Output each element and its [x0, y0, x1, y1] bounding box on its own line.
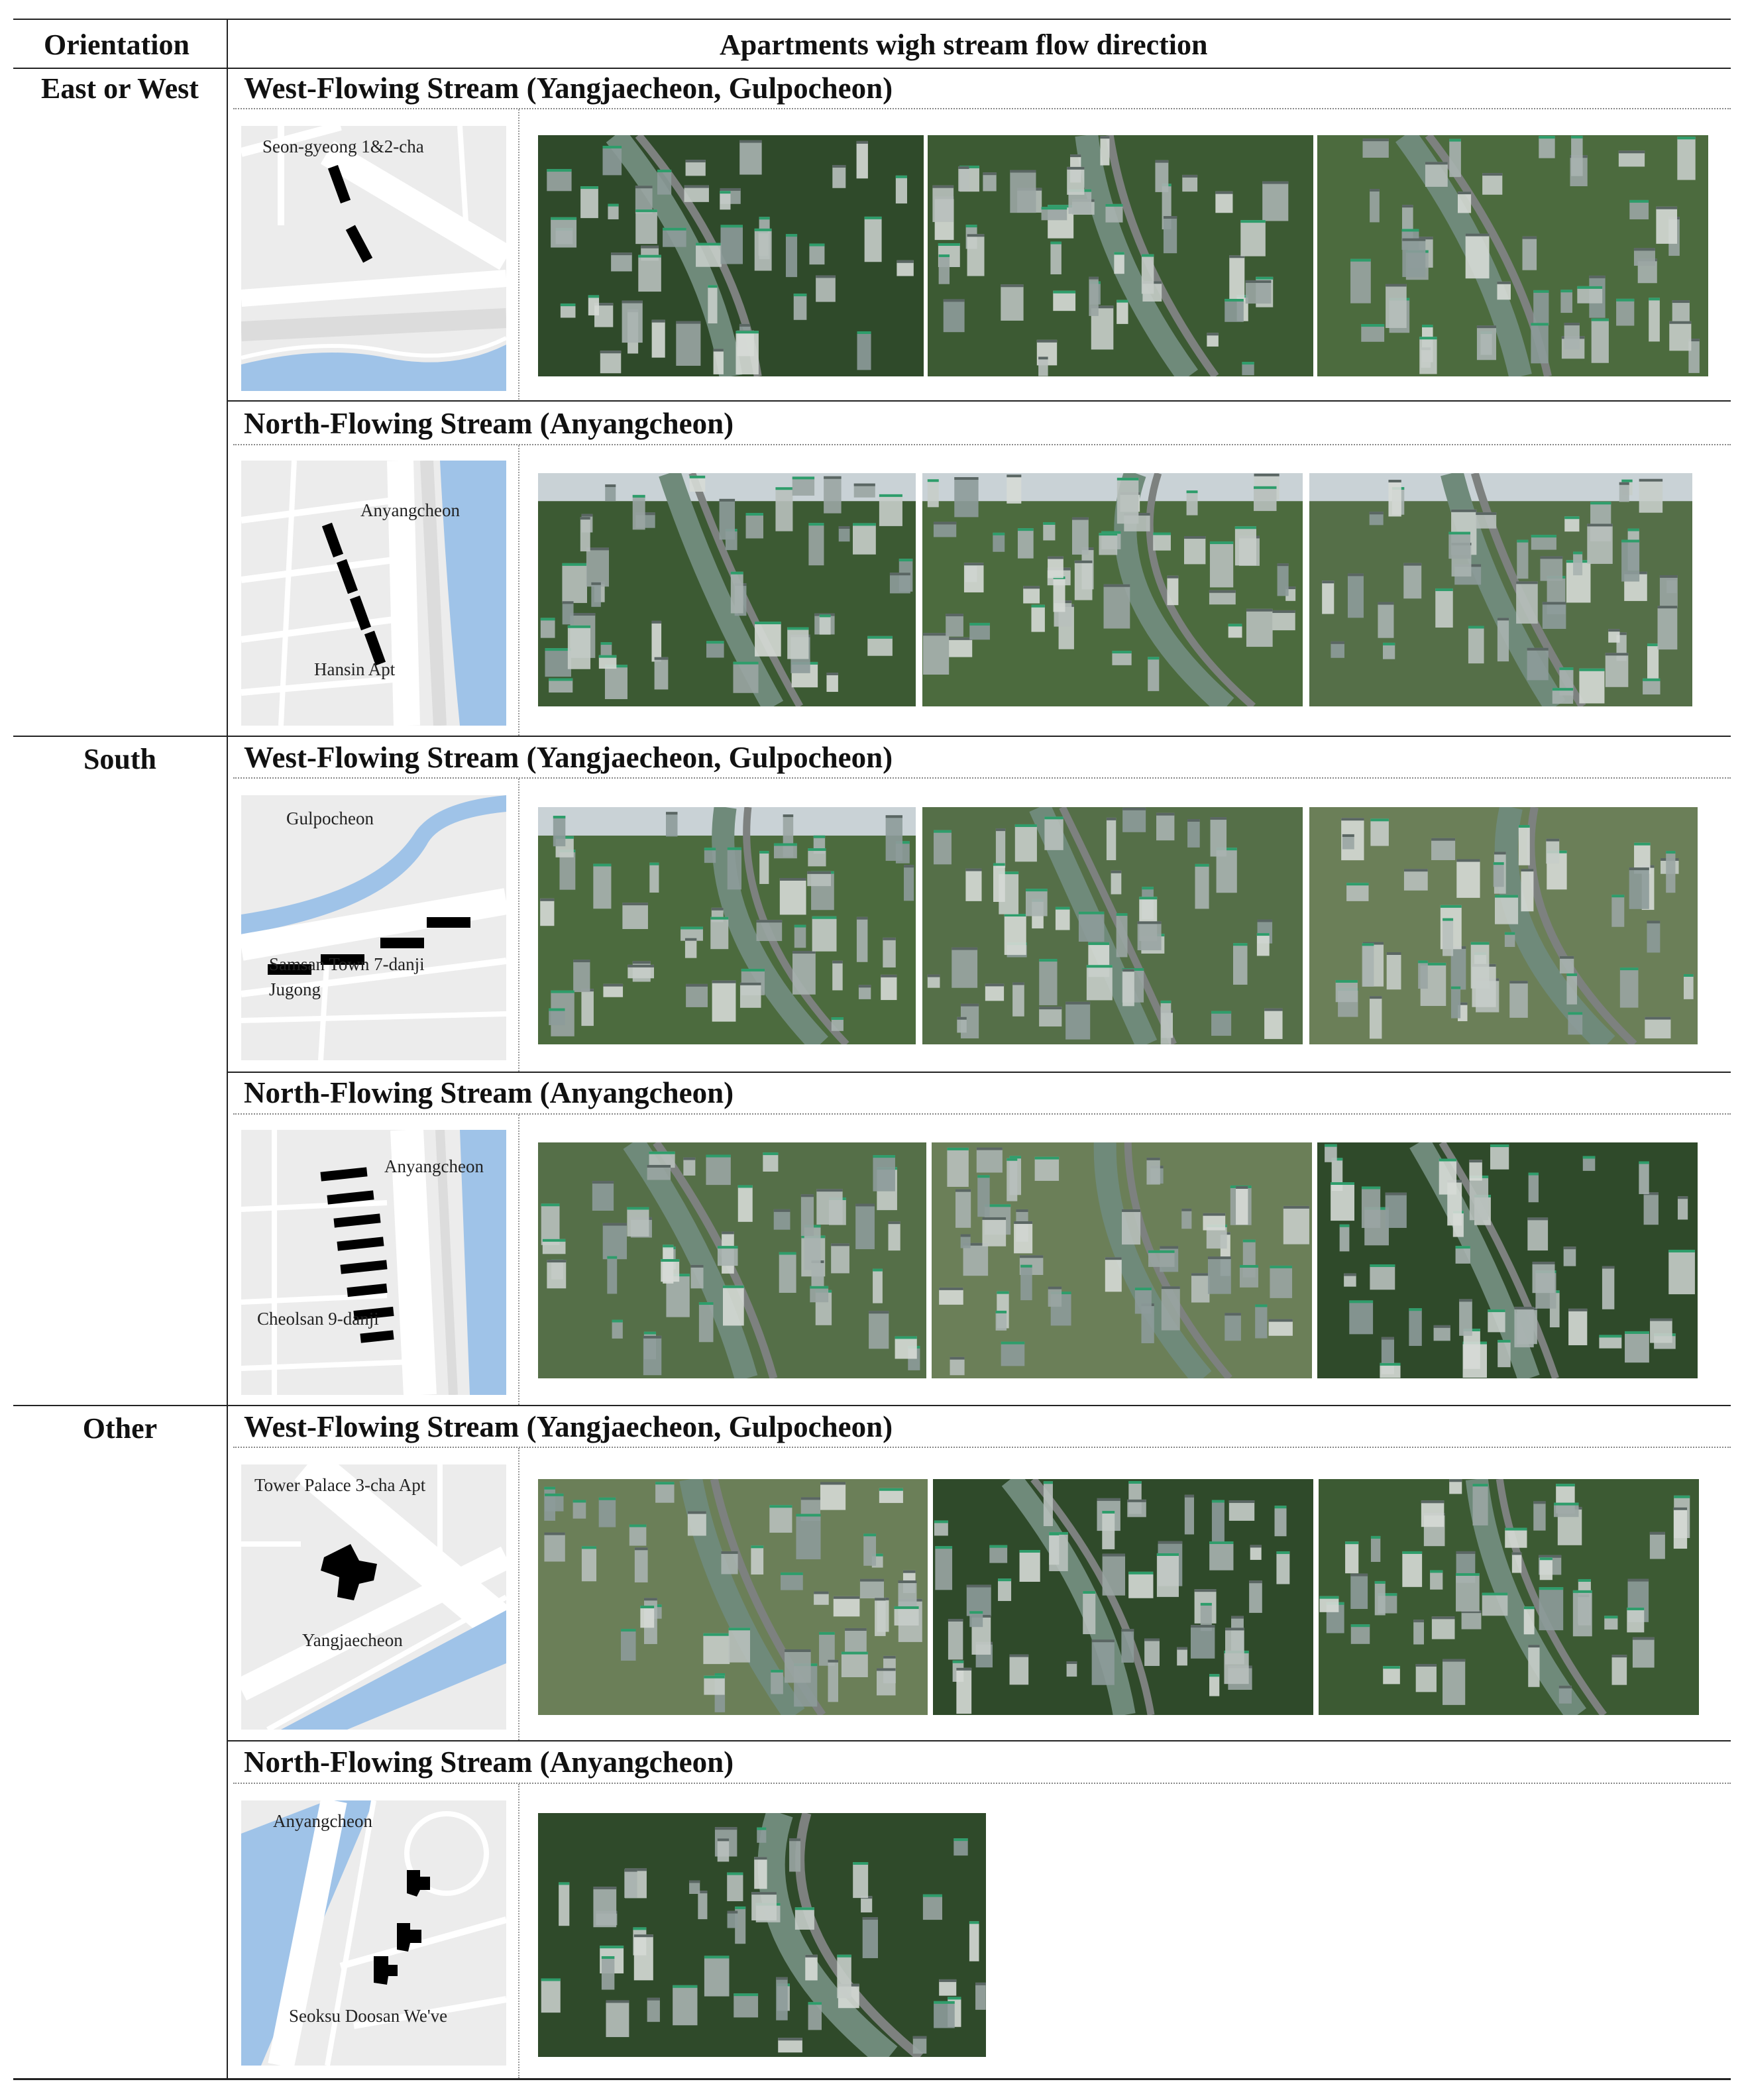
stream-title: West-Flowing Stream (Yangjaecheon, Gulpo…: [244, 741, 893, 774]
stream-title: West-Flowing Stream (Yangjaecheon, Gulpo…: [244, 72, 893, 105]
map-label: Samsan Town 7-danji: [269, 954, 425, 974]
orientation-other: Other: [82, 1412, 158, 1445]
map-label: Cheolsan 9-danji: [257, 1309, 379, 1329]
aerial-photo: [538, 135, 924, 376]
aerial-photo: [538, 807, 916, 1044]
aerial-photo: [933, 1479, 1313, 1715]
site-map: Anyangcheon Seoksu Doosan We've: [241, 1800, 506, 2066]
header-bottom-rule: [13, 68, 1731, 69]
stream-title: North-Flowing Stream (Anyangcheon): [244, 1076, 734, 1109]
site-map: Anyangcheon Hansin Apt: [241, 461, 506, 726]
table-bottom-rule: [13, 2078, 1731, 2080]
map-label: Anyangcheon: [384, 1156, 484, 1176]
orientation-south: South: [83, 743, 157, 775]
aerial-photo: [538, 1813, 986, 2057]
table-top-rule: [13, 19, 1731, 20]
section-divider-2: [13, 1405, 1731, 1406]
aerial-photo: [1317, 1142, 1698, 1378]
stream-title: North-Flowing Stream (Anyangcheon): [244, 407, 734, 440]
map-label: Tower Palace 3-cha Apt: [254, 1475, 426, 1495]
aerial-photo: [1319, 1479, 1699, 1715]
aerial-photo: [932, 1142, 1312, 1378]
aerial-photo: [922, 807, 1303, 1044]
aerial-photo: [1309, 807, 1698, 1044]
map-label: Hansin Apt: [314, 659, 396, 679]
aerial-photo: [1317, 135, 1708, 376]
map-label: Yangjaecheon: [302, 1630, 403, 1650]
stream-title: North-Flowing Stream (Anyangcheon): [244, 1745, 734, 1779]
aerial-photo: [538, 1479, 928, 1715]
aerial-photo: [538, 473, 916, 706]
apartments-header: Apartments wigh stream flow direction: [720, 28, 1208, 61]
section-divider-1: [13, 736, 1731, 737]
stream-title: West-Flowing Stream (Yangjaecheon, Gulpo…: [244, 1410, 893, 1443]
site-map: Gulpocheon Samsan Town 7-danji Jugong: [241, 795, 506, 1060]
map-label: Seoksu Doosan We've: [289, 2006, 448, 2026]
site-map: Seon-gyeong 1&2-cha: [241, 126, 506, 391]
map-label: Jugong: [269, 979, 321, 999]
column-divider: [227, 19, 228, 2079]
map-label: Seon-gyeong 1&2-cha: [262, 137, 424, 156]
site-map: Anyangcheon Cheolsan 9-danji: [241, 1130, 506, 1395]
map-label: Anyangcheon: [360, 500, 460, 520]
aerial-photo: [922, 473, 1303, 706]
aerial-photo: [928, 135, 1313, 376]
aerial-photo: [1309, 473, 1692, 706]
map-label: Gulpocheon: [286, 808, 374, 828]
map-label: Anyangcheon: [273, 1811, 372, 1831]
orientation-east-west: East or West: [41, 72, 199, 105]
orientation-header: Orientation: [44, 28, 190, 61]
aerial-photo: [538, 1142, 926, 1378]
site-map: Tower Palace 3-cha Apt Yangjaecheon: [241, 1464, 506, 1730]
